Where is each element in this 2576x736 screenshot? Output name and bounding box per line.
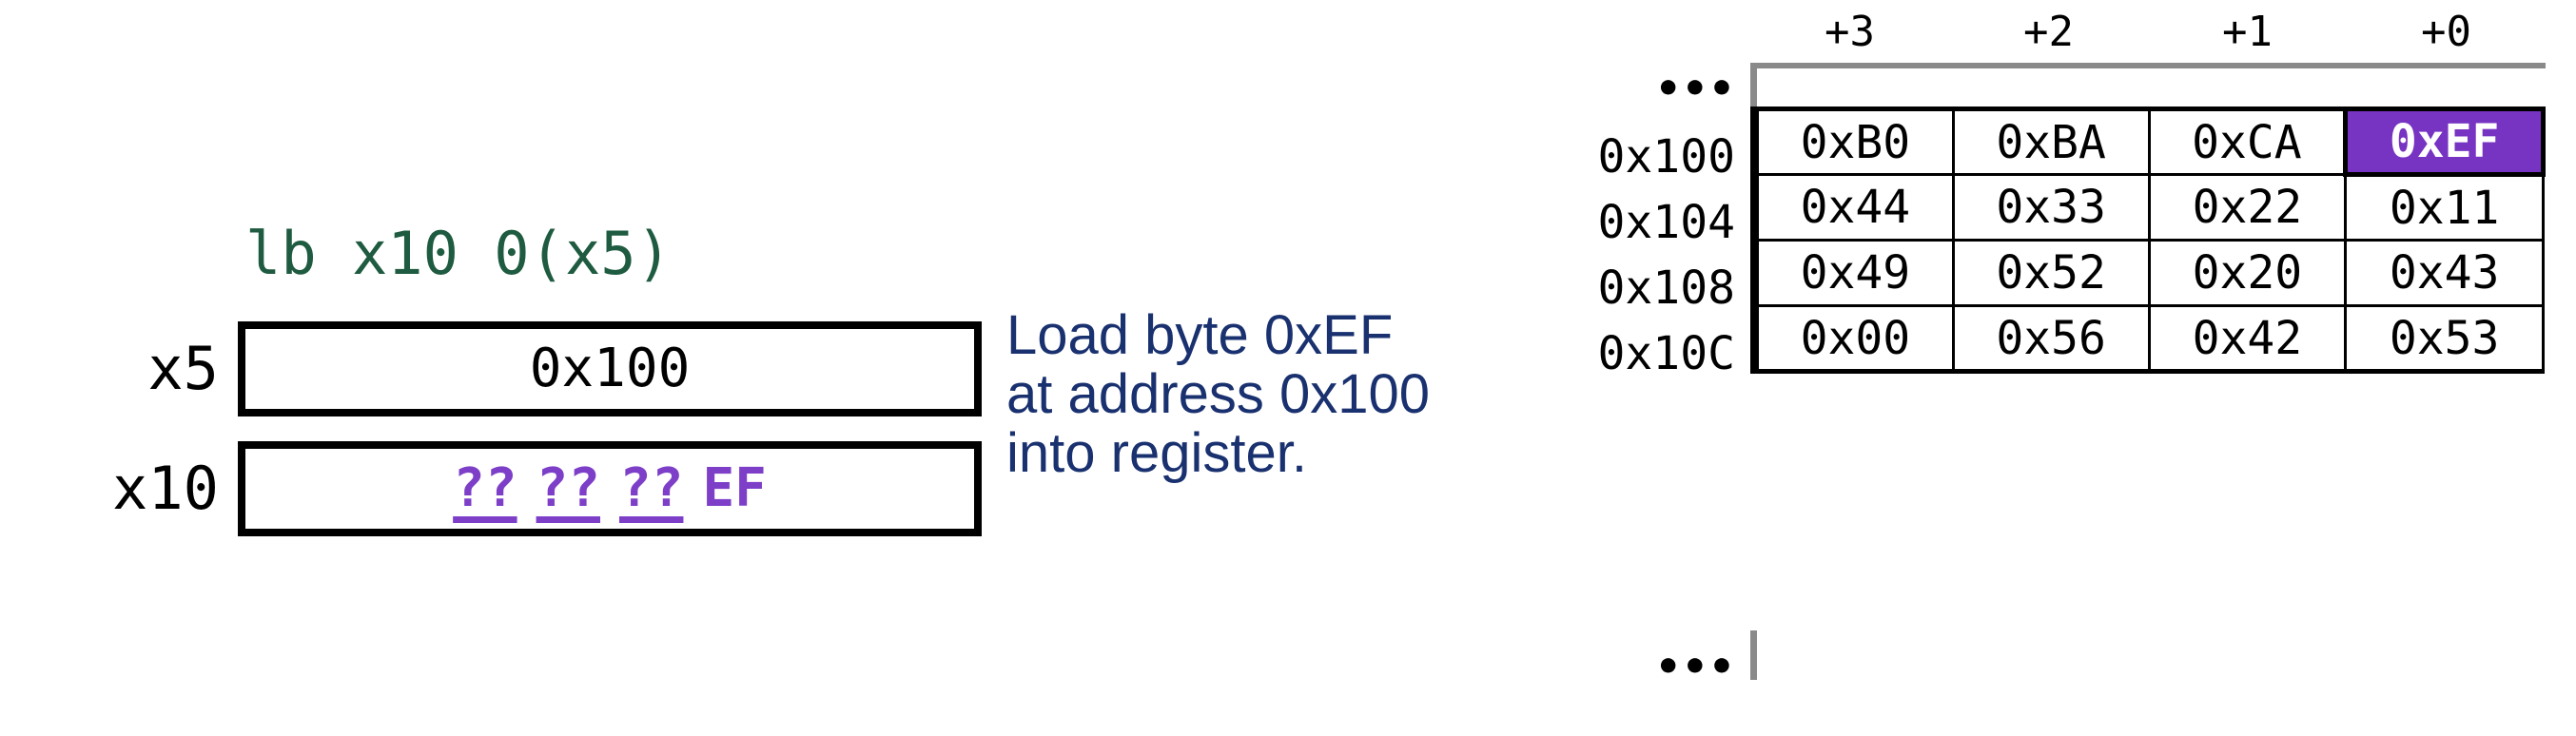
column-header-plus2: +2 — [2023, 8, 2074, 56]
unknown-byte-3: ?? — [453, 457, 517, 519]
column-header-plus3: +3 — [1825, 8, 1875, 56]
register-label-x10: x10 — [112, 454, 219, 523]
description-text: Load byte 0xEF at address 0x100 into reg… — [1006, 304, 1430, 485]
address-label-0x108: 0x108 — [1597, 261, 1736, 315]
table-row: 0x44 0x33 0x22 0x11 — [1753, 173, 2545, 242]
memory-cell: 0x44 — [1753, 173, 1955, 242]
register-value-x10: ?? ?? ?? EF — [453, 462, 767, 515]
memory-cell-highlighted: 0xEF — [2343, 107, 2546, 177]
register-box-x10: ?? ?? ?? EF — [238, 441, 982, 536]
register-row-x10: x10 ?? ?? ?? EF — [57, 441, 1008, 536]
unknown-byte-2: ?? — [536, 457, 600, 519]
memory-cell: 0xB0 — [1753, 107, 1955, 176]
memory-cell: 0x33 — [1951, 173, 2151, 242]
memory-continuation-band-top — [1750, 63, 2546, 107]
table-row: 0xB0 0xBA 0xCA 0xEF — [1753, 107, 2546, 177]
column-header-plus1: +1 — [2222, 8, 2273, 56]
assembly-instruction: lb x10 0(x5) — [245, 219, 672, 288]
unknown-byte-1: ?? — [619, 457, 684, 519]
memory-continuation-band-bottom — [1750, 630, 2546, 680]
memory-cell: 0x42 — [2147, 304, 2348, 373]
address-label-0x10C: 0x10C — [1597, 327, 1736, 380]
memory-ellipsis-bottom: ••• — [1654, 643, 1735, 691]
address-label-0x104: 0x104 — [1597, 196, 1736, 249]
register-value-x5: 0x100 — [529, 338, 691, 399]
address-label-0x100: 0x100 — [1597, 130, 1736, 184]
register-label-x5: x5 — [147, 334, 219, 403]
memory-cell: 0xCA — [2147, 107, 2348, 176]
memory-cell: 0x56 — [1951, 304, 2151, 373]
memory-cell: 0x43 — [2344, 239, 2545, 307]
table-row: 0x49 0x52 0x20 0x43 — [1753, 239, 2545, 307]
register-box-x5: 0x100 — [238, 321, 982, 416]
register-row-x5: x5 0x100 — [57, 321, 1008, 416]
memory-cell: 0x11 — [2344, 173, 2545, 242]
memory-cell: 0x53 — [2344, 304, 2545, 373]
memory-column-headers: +3 +2 +1 +0 — [1750, 11, 2546, 53]
memory-ellipsis-top: ••• — [1654, 65, 1735, 113]
memory-cell: 0x20 — [2147, 239, 2348, 307]
memory-cell: 0xBA — [1951, 107, 2151, 176]
memory-grid: 0xB0 0xBA 0xCA 0xEF 0x44 0x33 0x22 0x11 … — [1750, 107, 2546, 374]
table-row: 0x00 0x56 0x42 0x53 — [1753, 304, 2545, 373]
register-diagram-panel: lb x10 0(x5) x5 0x100 x10 ?? ?? ?? EF Lo… — [57, 219, 1430, 536]
column-header-plus0: +0 — [2421, 8, 2471, 56]
memory-cell: 0x49 — [1753, 239, 1955, 307]
loaded-byte: EF — [702, 457, 767, 519]
memory-cell: 0x00 — [1753, 304, 1955, 373]
memory-cell: 0x52 — [1951, 239, 2151, 307]
memory-cell: 0x22 — [2147, 173, 2348, 242]
memory-table-panel: +3 +2 +1 +0 ••• 0x100 0x104 0x108 0x10C … — [1571, 0, 2576, 736]
